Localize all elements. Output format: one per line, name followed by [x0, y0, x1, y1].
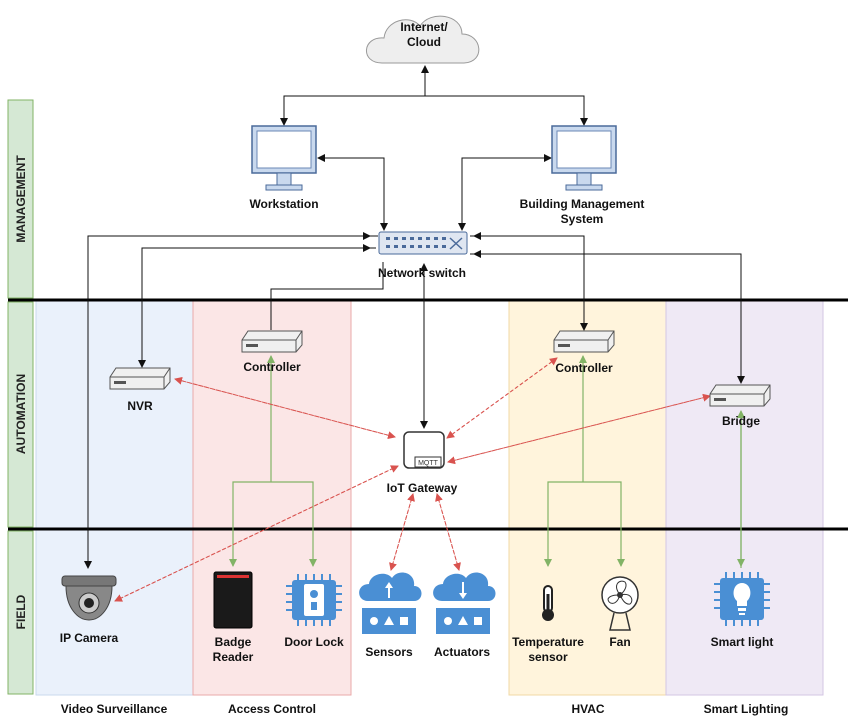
bridge-device[interactable]: Bridge	[709, 384, 771, 428]
workstation-monitor[interactable]: Workstation	[249, 125, 319, 211]
svg-text:Controller: Controller	[243, 360, 301, 374]
hvac-controller[interactable]: Controller	[553, 330, 615, 375]
svg-text:IP Camera: IP Camera	[60, 631, 119, 645]
sensors-device[interactable]: Sensors	[359, 572, 422, 659]
door-lock[interactable]: Door Lock	[284, 574, 344, 649]
svg-text:Sensors: Sensors	[365, 645, 413, 659]
svg-text:Actuators: Actuators	[434, 645, 490, 659]
iot-gateway[interactable]: MQTT IoT Gateway	[387, 431, 458, 495]
iot-gateway-label: IoT Gateway	[387, 481, 458, 495]
section-access-control: Access Control	[228, 702, 316, 716]
svg-text:System: System	[561, 212, 604, 226]
svg-text:Badge: Badge	[215, 635, 252, 649]
svg-text:Smart light: Smart light	[711, 635, 774, 649]
svg-text:Bridge: Bridge	[722, 414, 760, 428]
svg-text:Reader: Reader	[213, 650, 254, 664]
actuators-device[interactable]: Actuators	[433, 572, 496, 659]
section-hvac: HVAC	[571, 702, 604, 716]
controller-links	[229, 355, 745, 568]
section-video-surveillance: Video Surveillance	[61, 702, 168, 716]
thermometer-icon[interactable]: Temperature sensor	[512, 585, 584, 664]
network-links	[84, 65, 745, 569]
workstation-label: Workstation	[249, 197, 318, 211]
access-controller[interactable]: Controller	[241, 330, 303, 374]
svg-text:Controller: Controller	[555, 361, 613, 375]
network-switch[interactable]: Network switch	[378, 231, 468, 280]
section-smart-lighting: Smart Lighting	[704, 702, 789, 716]
svg-text:Fan: Fan	[609, 635, 630, 649]
smart-light[interactable]: Smart light	[711, 572, 774, 649]
video-surveillance-zone	[35, 299, 194, 696]
bms-monitor[interactable]: Building Management System	[520, 125, 645, 226]
svg-text:Cloud: Cloud	[407, 35, 441, 49]
svg-text:AUTOMATION: AUTOMATION	[14, 374, 28, 454]
layer-automation: AUTOMATION	[7, 301, 34, 528]
ip-camera[interactable]: IP Camera	[60, 575, 119, 645]
mqtt-label: MQTT	[418, 460, 439, 467]
svg-text:Temperature: Temperature	[512, 635, 584, 649]
svg-text:Internet/: Internet/	[400, 20, 448, 34]
internet-cloud[interactable]: Internet/ Cloud	[366, 15, 480, 64]
nvr-device[interactable]: NVR	[109, 367, 171, 413]
svg-text:Building Management: Building Management	[520, 197, 645, 211]
network-switch-label: Network switch	[378, 266, 466, 280]
access-control-zone	[192, 299, 352, 696]
svg-text:NVR: NVR	[127, 399, 153, 413]
svg-text:MANAGEMENT: MANAGEMENT	[14, 155, 28, 243]
svg-text:sensor: sensor	[528, 650, 568, 664]
fan-icon[interactable]: Fan	[601, 576, 639, 649]
badge-reader[interactable]: Badge Reader	[213, 571, 254, 664]
layer-management: MANAGEMENT	[7, 99, 34, 299]
svg-text:Door Lock: Door Lock	[284, 635, 344, 649]
svg-text:FIELD: FIELD	[14, 594, 28, 629]
layer-field: FIELD	[7, 530, 34, 695]
iot-links	[114, 357, 711, 602]
smart-lighting-zone	[665, 299, 824, 696]
